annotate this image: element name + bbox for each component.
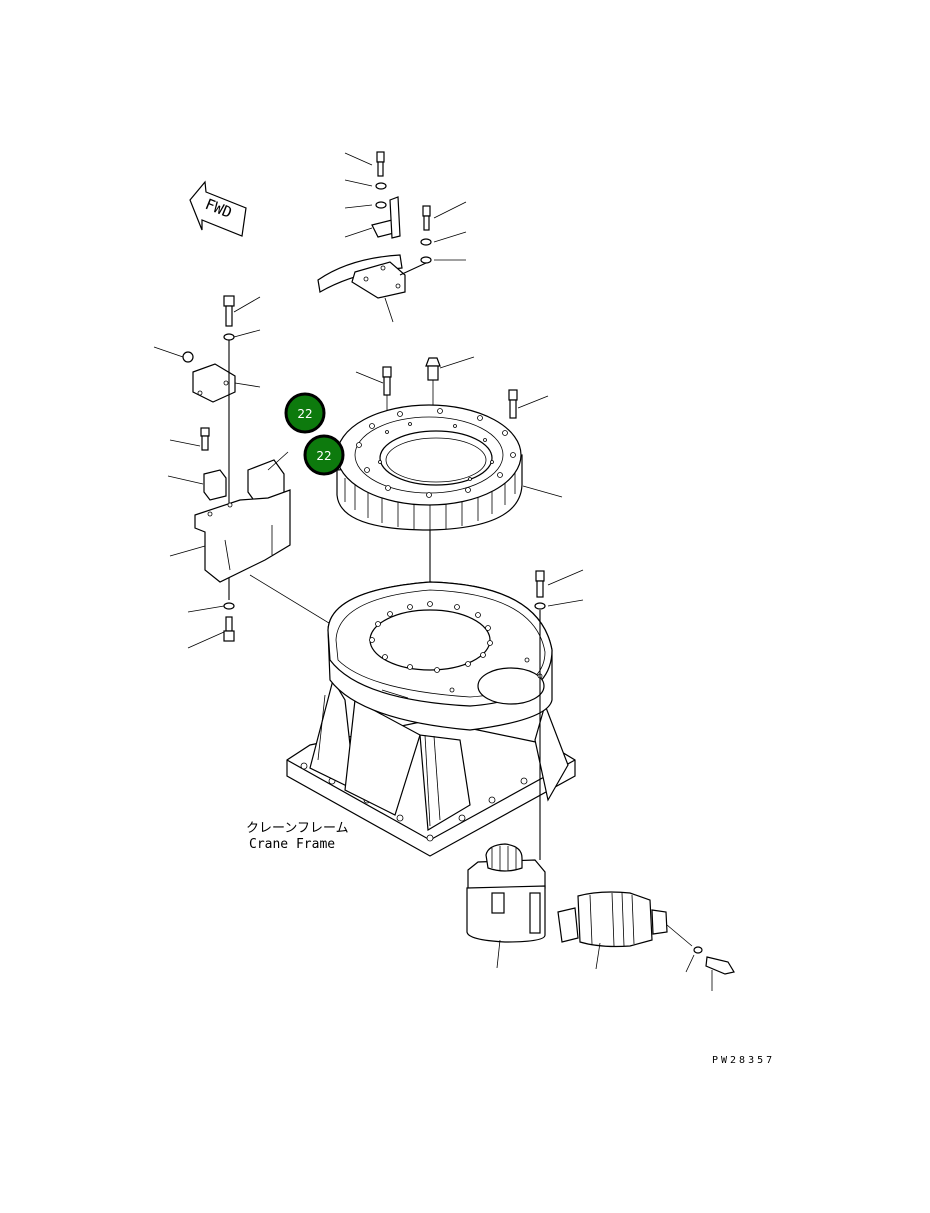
swivel-joint — [557, 891, 735, 991]
fwd-arrow-icon: FWD — [189, 180, 247, 237]
top-bracket-assembly — [317, 151, 467, 323]
gear-teeth — [344, 466, 516, 530]
drawing-number: PW28357 — [712, 1055, 775, 1066]
crane-frame-label-jp: クレーンフレーム — [246, 821, 349, 836]
callout-22-upper[interactable]: 22 — [284, 392, 326, 434]
callout-22-lower-label[interactable]: 22 — [316, 449, 331, 463]
callout-22-upper-label[interactable]: 22 — [297, 407, 312, 421]
swing-circle — [336, 356, 563, 602]
bolt-holes — [356, 408, 516, 498]
crane-frame: クレーンフレーム Crane Frame — [246, 581, 576, 857]
callout-22-lower[interactable]: 22 — [303, 434, 345, 476]
left-bracket-assembly — [153, 295, 371, 649]
swing-motor-assembly — [466, 569, 584, 969]
frame-bolt-holes — [369, 601, 543, 693]
crane-frame-label-en: Crane Frame — [249, 837, 335, 852]
